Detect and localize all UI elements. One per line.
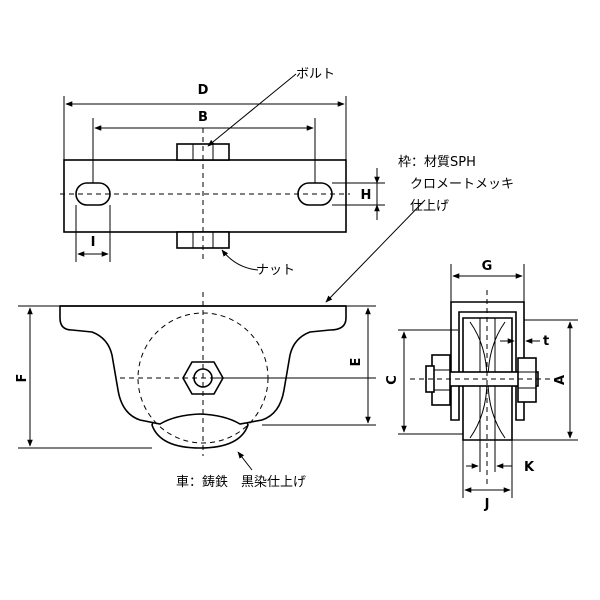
dim-H-label: H bbox=[361, 188, 372, 203]
side-view: G t C A K J bbox=[385, 259, 578, 512]
dim-A-label: A bbox=[553, 375, 568, 385]
frame-note: 枠：材質SPH クロメートメッキ 仕上げ bbox=[325, 155, 514, 303]
front-view: F E 車：鋳鉄 黒染仕上げ bbox=[15, 292, 376, 490]
frame-note-line1: 枠：材質SPH bbox=[398, 155, 476, 170]
frame-note-line2: クロメートメッキ bbox=[410, 177, 514, 192]
dim-C-label: C bbox=[385, 375, 400, 385]
side-nut bbox=[517, 357, 537, 403]
side-frame bbox=[450, 301, 525, 421]
dim-J-label: J bbox=[484, 497, 490, 512]
dim-E-label: E bbox=[349, 358, 364, 367]
dim-I-label: I bbox=[91, 235, 96, 250]
wheel-note: 車：鋳鉄 黒染仕上げ bbox=[176, 474, 306, 490]
dim-F-label: F bbox=[15, 374, 30, 383]
frame-note-line3: 仕上げ bbox=[410, 199, 449, 214]
top-view: D B H I ボルト ナット bbox=[60, 67, 385, 278]
dim-D-label: D bbox=[198, 83, 209, 98]
dim-K-label: K bbox=[524, 460, 535, 475]
dim-t-label: t bbox=[543, 334, 549, 349]
dim-G-label: G bbox=[482, 259, 493, 274]
bolt-note: ボルト bbox=[296, 67, 335, 82]
nut-note: ナット bbox=[256, 263, 295, 278]
dim-B-label: B bbox=[198, 110, 208, 125]
